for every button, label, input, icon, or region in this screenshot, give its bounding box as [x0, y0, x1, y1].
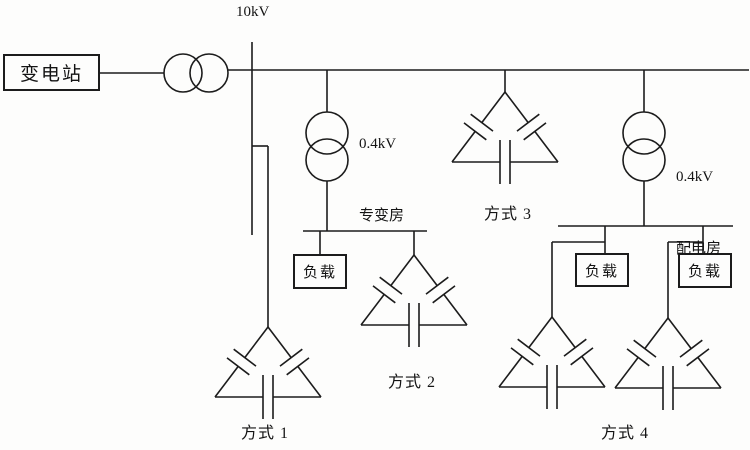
transformer2-room-label: 专变房: [359, 208, 405, 224]
transformer4-room-label: 配电房: [676, 241, 722, 257]
transformer4-icon: [622, 111, 666, 182]
transformer2-voltage-label: 0.4kV: [359, 136, 397, 152]
method3-label: 方式 3: [484, 206, 533, 223]
load-box-method4-right: 负载: [678, 253, 732, 288]
bus-voltage-label: 10kV: [236, 4, 270, 20]
method2-label: 方式 2: [388, 374, 437, 391]
substation-box: 变电站: [3, 54, 100, 91]
transformer2-label: 0.4kV 专变房: [359, 84, 404, 276]
transformer4-label: 0.4kV 配电房: [676, 117, 721, 309]
transformer2-icon: [305, 111, 349, 182]
capacitor-delta-method4-right: [614, 317, 722, 411]
capacitor-delta-method4-left: [498, 316, 606, 410]
transformer4-voltage-label: 0.4kV: [676, 169, 714, 185]
load-box-method4-left: 负载: [575, 253, 629, 287]
method1-branch-lines: [251, 42, 269, 327]
method4-branch-lines: [551, 70, 733, 318]
load-box-method2: 负载: [293, 254, 347, 289]
capacitor-delta-method1: [214, 326, 322, 420]
method1-label: 方式 1: [241, 425, 290, 442]
main-transformer-icon: [163, 53, 229, 93]
capacitor-delta-method3: [451, 91, 559, 185]
method2-branch-lines: [303, 70, 427, 255]
method4-label: 方式 4: [601, 425, 650, 442]
